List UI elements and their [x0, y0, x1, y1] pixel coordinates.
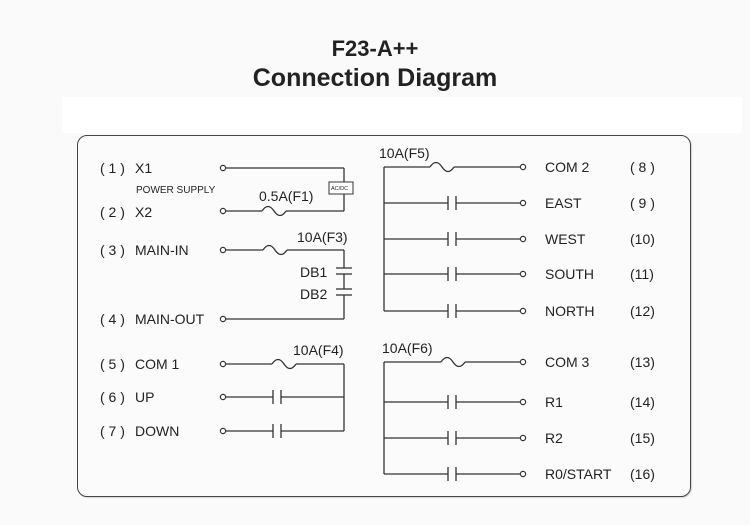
terminal-10-name: WEST	[545, 231, 586, 247]
terminal-2-number: ( 2 )	[100, 204, 125, 220]
terminal-12-number: (12)	[630, 303, 655, 319]
fuse-f1-label: 0.5A(F1)	[259, 188, 313, 204]
terminal-3-name: MAIN-IN	[135, 242, 189, 258]
com3-circuit	[383, 356, 527, 481]
fuse-f6-label: 10A(F6)	[382, 340, 433, 356]
power-supply-label: POWER SUPPLY	[136, 185, 216, 196]
terminal-16-name: R0/START	[545, 466, 612, 482]
db1-label: DB1	[300, 264, 327, 280]
terminal-15-name: R2	[545, 430, 563, 446]
terminal-9-number: ( 9 )	[630, 195, 655, 211]
terminal-13-number: (13)	[630, 354, 655, 370]
terminal-12-name: NORTH	[545, 303, 595, 319]
terminal-13-name: COM 3	[545, 354, 590, 370]
fuse-f5-label: 10A(F5)	[379, 145, 430, 161]
terminal-7-name: DOWN	[135, 423, 179, 439]
terminal-3-number: ( 3 )	[100, 242, 125, 258]
terminal-7-number: ( 7 )	[100, 423, 125, 439]
com2-circuit	[383, 161, 527, 318]
acdc-label: AC/DC	[331, 186, 348, 192]
header-band	[62, 97, 742, 133]
terminal-15-number: (15)	[630, 430, 655, 446]
terminal-4-name: MAIN-OUT	[135, 311, 205, 327]
diagram-model: F23-A++	[331, 36, 419, 61]
terminal-5-number: ( 5 )	[100, 356, 125, 372]
terminal-6-number: ( 6 )	[100, 389, 125, 405]
terminal-16-number: (16)	[630, 466, 655, 482]
terminal-6-name: UP	[135, 389, 154, 405]
fuse-f4-label: 10A(F4)	[293, 342, 344, 358]
terminal-1-name: X1	[135, 160, 152, 176]
db2-label: DB2	[300, 286, 327, 302]
terminal-2-name: X2	[135, 204, 152, 220]
terminal-9-name: EAST	[545, 195, 582, 211]
terminal-1-number: ( 1 )	[100, 160, 125, 176]
terminal-5-name: COM 1	[135, 356, 180, 372]
terminal-14-number: (14)	[630, 394, 655, 410]
fuse-f3-label: 10A(F3)	[297, 229, 348, 245]
power-supply-circuit	[219, 164, 354, 217]
terminal-11-number: (11)	[630, 266, 654, 282]
terminal-8-number: ( 8 )	[630, 159, 655, 175]
terminal-11-name: SOUTH	[545, 266, 594, 282]
terminal-10-number: (10)	[630, 231, 655, 247]
main-contactor-circuit	[219, 244, 352, 323]
terminal-14-name: R1	[545, 394, 563, 410]
diagram-title: Connection Diagram	[252, 64, 498, 92]
terminal-8-name: COM 2	[545, 159, 590, 175]
terminal-4-number: ( 4 )	[100, 311, 125, 327]
com1-circuit	[219, 358, 345, 438]
